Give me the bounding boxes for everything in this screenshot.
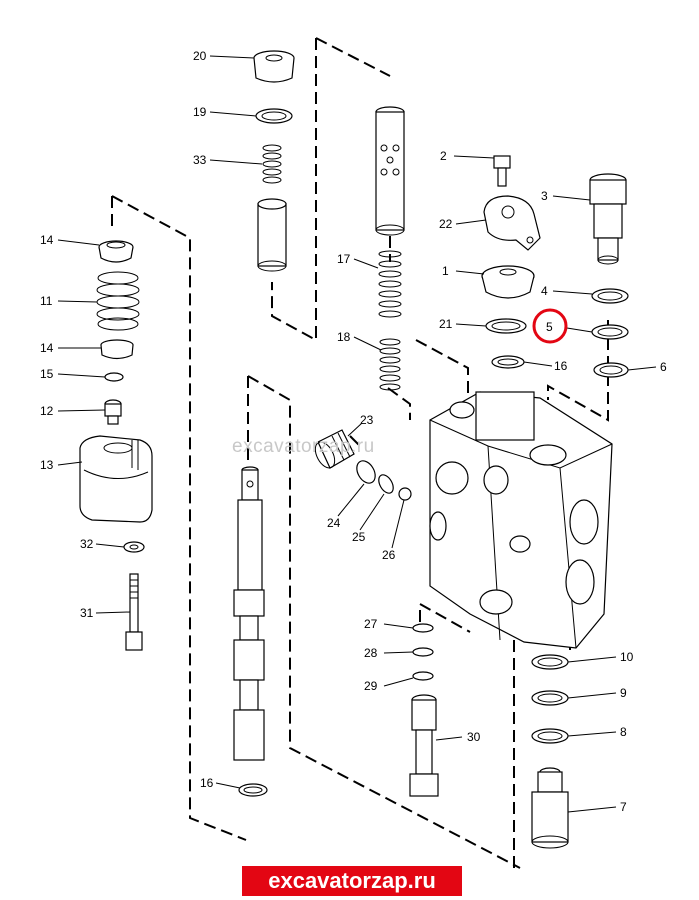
- callout-18: 18: [337, 330, 351, 344]
- callout-17: 17: [337, 252, 351, 266]
- site-banner: excavatorzap.ru: [242, 866, 462, 896]
- callout-26: 26: [382, 548, 396, 562]
- part-10-o-ring: [531, 654, 569, 670]
- callout-32: 32: [80, 537, 94, 551]
- callout-1: 1: [442, 264, 449, 278]
- part-spool-upper: [375, 106, 405, 236]
- part-11-spring: [96, 271, 140, 331]
- callout-20: 20: [193, 49, 207, 63]
- callout-29: 29: [364, 679, 378, 693]
- part-6-o-ring: [593, 362, 629, 378]
- part-31-bolt: [125, 573, 143, 651]
- part-14-cap-upper: [98, 240, 134, 263]
- part-8-o-ring: [531, 728, 569, 744]
- leader-lines: [57, 55, 657, 813]
- callout-9: 9: [620, 686, 627, 700]
- callout-13: 13: [40, 458, 54, 472]
- part-32-washer: [123, 541, 145, 553]
- part-18-spring: [379, 338, 401, 391]
- part-14-cap-lower: [100, 339, 134, 360]
- callout-23: 23: [360, 413, 374, 427]
- part-16-o-ring-upper: [491, 355, 525, 369]
- callout-15: 15: [40, 367, 54, 381]
- callout-31: 31: [80, 606, 94, 620]
- part-19-o-ring: [255, 108, 293, 124]
- callout-3: 3: [541, 189, 548, 203]
- part-29-ring: [412, 671, 434, 681]
- callout-5: 5: [546, 320, 553, 334]
- callout-27: 27: [364, 617, 378, 631]
- part-28-ring: [412, 647, 434, 657]
- part-21-o-ring: [485, 318, 527, 334]
- part-33-sleeve: [257, 198, 287, 272]
- callout-30: 30: [467, 730, 481, 744]
- assembly-guides: [111, 37, 609, 869]
- part-17-spring: [378, 250, 402, 318]
- part-23-valve: [314, 429, 355, 469]
- part-2-bolt: [493, 155, 511, 187]
- part-valve-body: [429, 391, 613, 649]
- callout-16-upper: 16: [554, 359, 568, 373]
- part-9-o-ring: [531, 690, 569, 706]
- callout-labels: 20 19 33 14 11 14 15 12 13 32 31 16 17 1…: [40, 49, 667, 814]
- callout-8: 8: [620, 725, 627, 739]
- part-13-housing: [79, 435, 153, 523]
- callout-16-lower: 16: [200, 776, 214, 790]
- callout-24: 24: [327, 516, 341, 530]
- callout-4: 4: [541, 284, 548, 298]
- part-main-spool: [233, 466, 265, 761]
- part-26-ball: [398, 487, 412, 501]
- part-5-o-ring: [591, 324, 629, 340]
- part-1-cap: [481, 265, 535, 299]
- callout-28: 28: [364, 646, 378, 660]
- callout-19: 19: [193, 105, 207, 119]
- callout-22: 22: [439, 217, 453, 231]
- callout-2: 2: [440, 149, 447, 163]
- callout-25: 25: [352, 530, 366, 544]
- callout-33: 33: [193, 153, 207, 167]
- part-33-spring: [262, 144, 282, 184]
- part-25-o-ring: [378, 474, 394, 494]
- part-15-washer: [104, 372, 124, 382]
- part-3-cartridge: [589, 173, 627, 265]
- part-7-cartridge: [531, 767, 569, 849]
- watermark-text: excavatorzap.ru: [232, 436, 375, 457]
- callout-6: 6: [660, 360, 667, 374]
- part-27-ring: [412, 623, 434, 633]
- callout-10: 10: [620, 650, 634, 664]
- part-20-plug: [253, 50, 295, 83]
- highlight-circle: [532, 308, 568, 344]
- callout-7: 7: [620, 800, 627, 814]
- part-16-o-ring-lower: [238, 783, 268, 797]
- callout-21: 21: [439, 317, 453, 331]
- callout-11: 11: [40, 294, 53, 308]
- callout-12: 12: [40, 404, 54, 418]
- part-22-plate: [483, 195, 541, 251]
- part-30-plunger: [409, 694, 439, 797]
- part-4-o-ring: [591, 288, 629, 304]
- part-24-o-ring: [356, 460, 376, 484]
- part-12-pin: [104, 399, 122, 425]
- callout-14-lower: 14: [40, 341, 54, 355]
- callout-14-upper: 14: [40, 233, 54, 247]
